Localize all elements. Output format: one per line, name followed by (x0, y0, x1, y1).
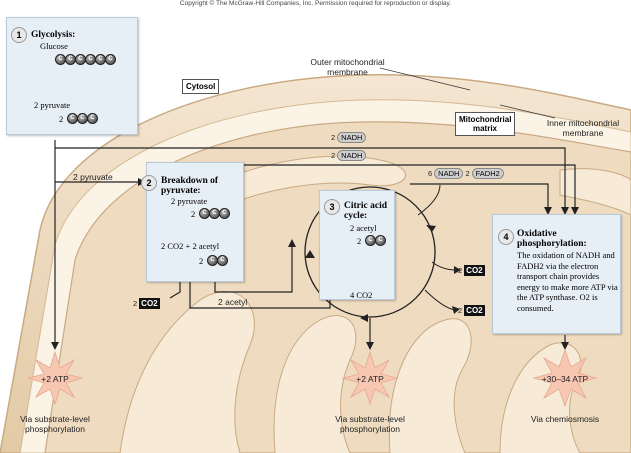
co2-coef: 2 (458, 306, 463, 315)
carbon-atom: C (375, 235, 386, 246)
breakdown-title: Breakdown of pyruvate: (161, 176, 219, 196)
step-number: 2 (141, 175, 157, 191)
fadh-coef: 2 (465, 169, 470, 178)
acetyl-arrow-label: 2 acetyl (218, 297, 248, 307)
step-number: 4 (498, 229, 514, 245)
pyruvate-label: 2 pyruvate (34, 100, 71, 110)
breakdown-coef-sub: 2 (191, 209, 196, 219)
atp-burst-2 (341, 350, 399, 406)
carbon-atom: C (105, 54, 116, 65)
co2-coef: 2 (133, 299, 138, 308)
outer-membrane-label: Outer mitochondrial membrane (310, 57, 385, 77)
atp-value-1: +2 ATP (41, 374, 69, 384)
atp-value-3: +30–34 ATP (541, 374, 589, 384)
oxphos-panel: 4 Oxidative phosphorylation: The oxidati… (492, 214, 621, 334)
co2-tag: CO2 (464, 265, 485, 276)
citric-co2: 4 CO2 (350, 290, 373, 300)
nadh-pill: NADH (337, 150, 367, 161)
nadh-coef: 6 (428, 169, 433, 178)
oxphos-title: Oxidative phosphorylation: (517, 229, 587, 249)
citric-substrate: 2 acetyl (350, 223, 377, 233)
breakdown-products: 2 CO2 + 2 acetyl (161, 241, 220, 251)
fadh-pill: FADH2 (471, 168, 504, 179)
co2-coef: 2 (458, 266, 463, 275)
atp-burst-1 (26, 350, 84, 406)
atp-caption-2: Via substrate-level phosphorylation (335, 414, 405, 434)
carbon-atom: C (87, 113, 98, 124)
cytosol-label: Cytosol (182, 79, 220, 94)
atp-value-2: +2 ATP (356, 374, 384, 384)
citric-coef: 2 (357, 236, 362, 246)
pyruvate-coef: 2 (59, 114, 64, 124)
nadh-pill: NADH (337, 132, 367, 143)
pyruvate-arrow-label: 2 pyruvate (73, 172, 113, 182)
step-number: 3 (324, 199, 340, 215)
co2-tag: CO2 (464, 305, 485, 316)
atp-caption-3: Via chemiosmosis (530, 414, 600, 424)
nadh-pill: NADH (434, 168, 464, 179)
inner-membrane-label: Inner mitochondrial membrane (546, 118, 620, 138)
co2-tag: CO2 (139, 298, 160, 309)
glucose-label: Glucose (40, 41, 68, 51)
copyright-notice: Copyright © The McGraw-Hill Companies, I… (179, 0, 452, 7)
carbon-atom: C (219, 208, 230, 219)
atp-burst-3 (532, 348, 598, 408)
atp-caption-1: Via substrate-level phosphorylation (20, 414, 90, 434)
nadh-coef: 2 (331, 133, 336, 142)
matrix-label: Mitochondrial matrix (455, 112, 515, 136)
glycolysis-title: Glycolysis: (31, 30, 76, 40)
carbon-atom: C (217, 255, 228, 266)
breakdown-coef-prod: 2 (199, 256, 204, 266)
nadh-coef: 2 (331, 151, 336, 160)
step-number: 1 (11, 27, 27, 43)
citric-title: Citric acid cycle: (344, 201, 388, 221)
breakdown-substrate: 2 pyruvate (171, 196, 208, 206)
oxphos-description: The oxidation of NADH and FADH2 via the … (517, 250, 618, 313)
